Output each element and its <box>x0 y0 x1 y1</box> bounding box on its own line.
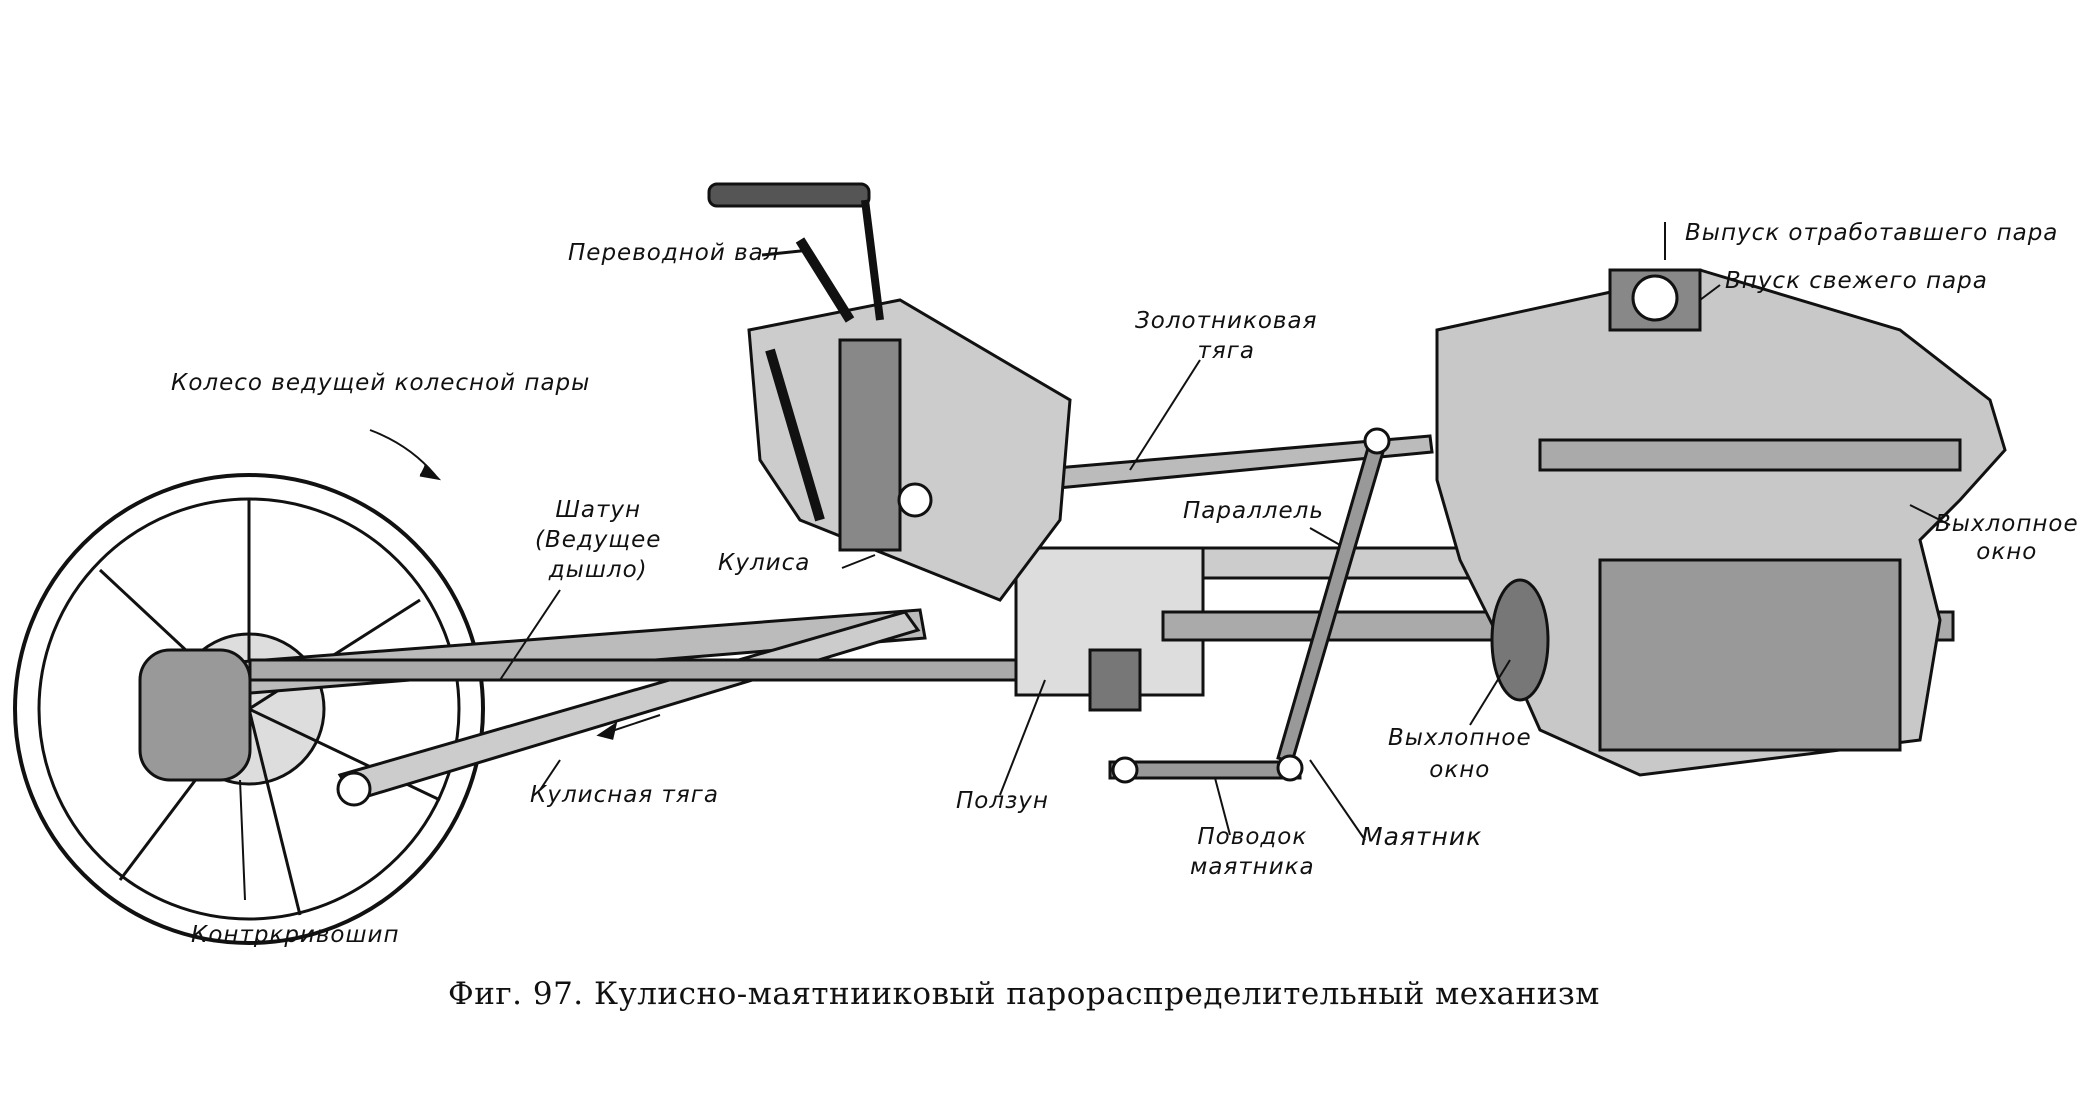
label-valve-rod-line1: Золотниковая <box>1135 308 1318 334</box>
label-exhaust-port-right-line1: Выхлопное <box>1935 511 2079 537</box>
link-bracket <box>747 298 1072 602</box>
label-main-rod-line1: Шатун <box>555 497 642 523</box>
label-guide-bar: Параллель <box>1183 498 1324 524</box>
label-driving-wheel: Колесо ведущей колесной пары <box>171 370 591 396</box>
label-exhaust-port-right-line2: окно <box>1976 539 2038 565</box>
label-main-rod: Шатун (Ведущее дышло) <box>535 495 661 585</box>
label-exhaust-port-bottom-line2: окно <box>1429 757 1491 783</box>
label-link: Кулиса <box>718 550 811 576</box>
label-combination-link: Маятник <box>1361 822 1483 851</box>
label-main-rod-line2: (Ведущее <box>535 527 662 553</box>
label-union-link-line1: Поводок <box>1197 824 1308 850</box>
label-exhaust-port-right: Выхлопное окно <box>1935 510 2079 566</box>
label-return-crank: Контркривошип <box>191 922 400 948</box>
label-reverse-shaft: Переводной вал <box>568 240 780 266</box>
label-exhaust-port-bottom: Выхлопное окно <box>1388 722 1532 786</box>
label-exhaust-port-bottom-line1: Выхлопное <box>1388 725 1532 751</box>
label-valve-rod-line2: тяга <box>1197 338 1255 364</box>
label-valve-rod: Золотниковая тяга <box>1135 306 1317 366</box>
label-crosshead: Ползун <box>956 788 1049 814</box>
label-union-link-line2: маятника <box>1190 854 1315 880</box>
label-main-rod-line3: дышло) <box>548 557 648 583</box>
label-live-steam: Впуск свежего пара <box>1725 268 1988 294</box>
label-exhaust-steam: Выпуск отработавшего пара <box>1685 220 2059 246</box>
figure-caption: Фиг. 97. Кулисно-маятнииковый парораспре… <box>448 976 1600 1012</box>
label-eccentric-rod: Кулисная тяга <box>530 782 719 808</box>
label-union-link: Поводок маятника <box>1190 822 1315 882</box>
pendulum <box>1276 439 1387 764</box>
reverse-lever <box>707 182 871 208</box>
